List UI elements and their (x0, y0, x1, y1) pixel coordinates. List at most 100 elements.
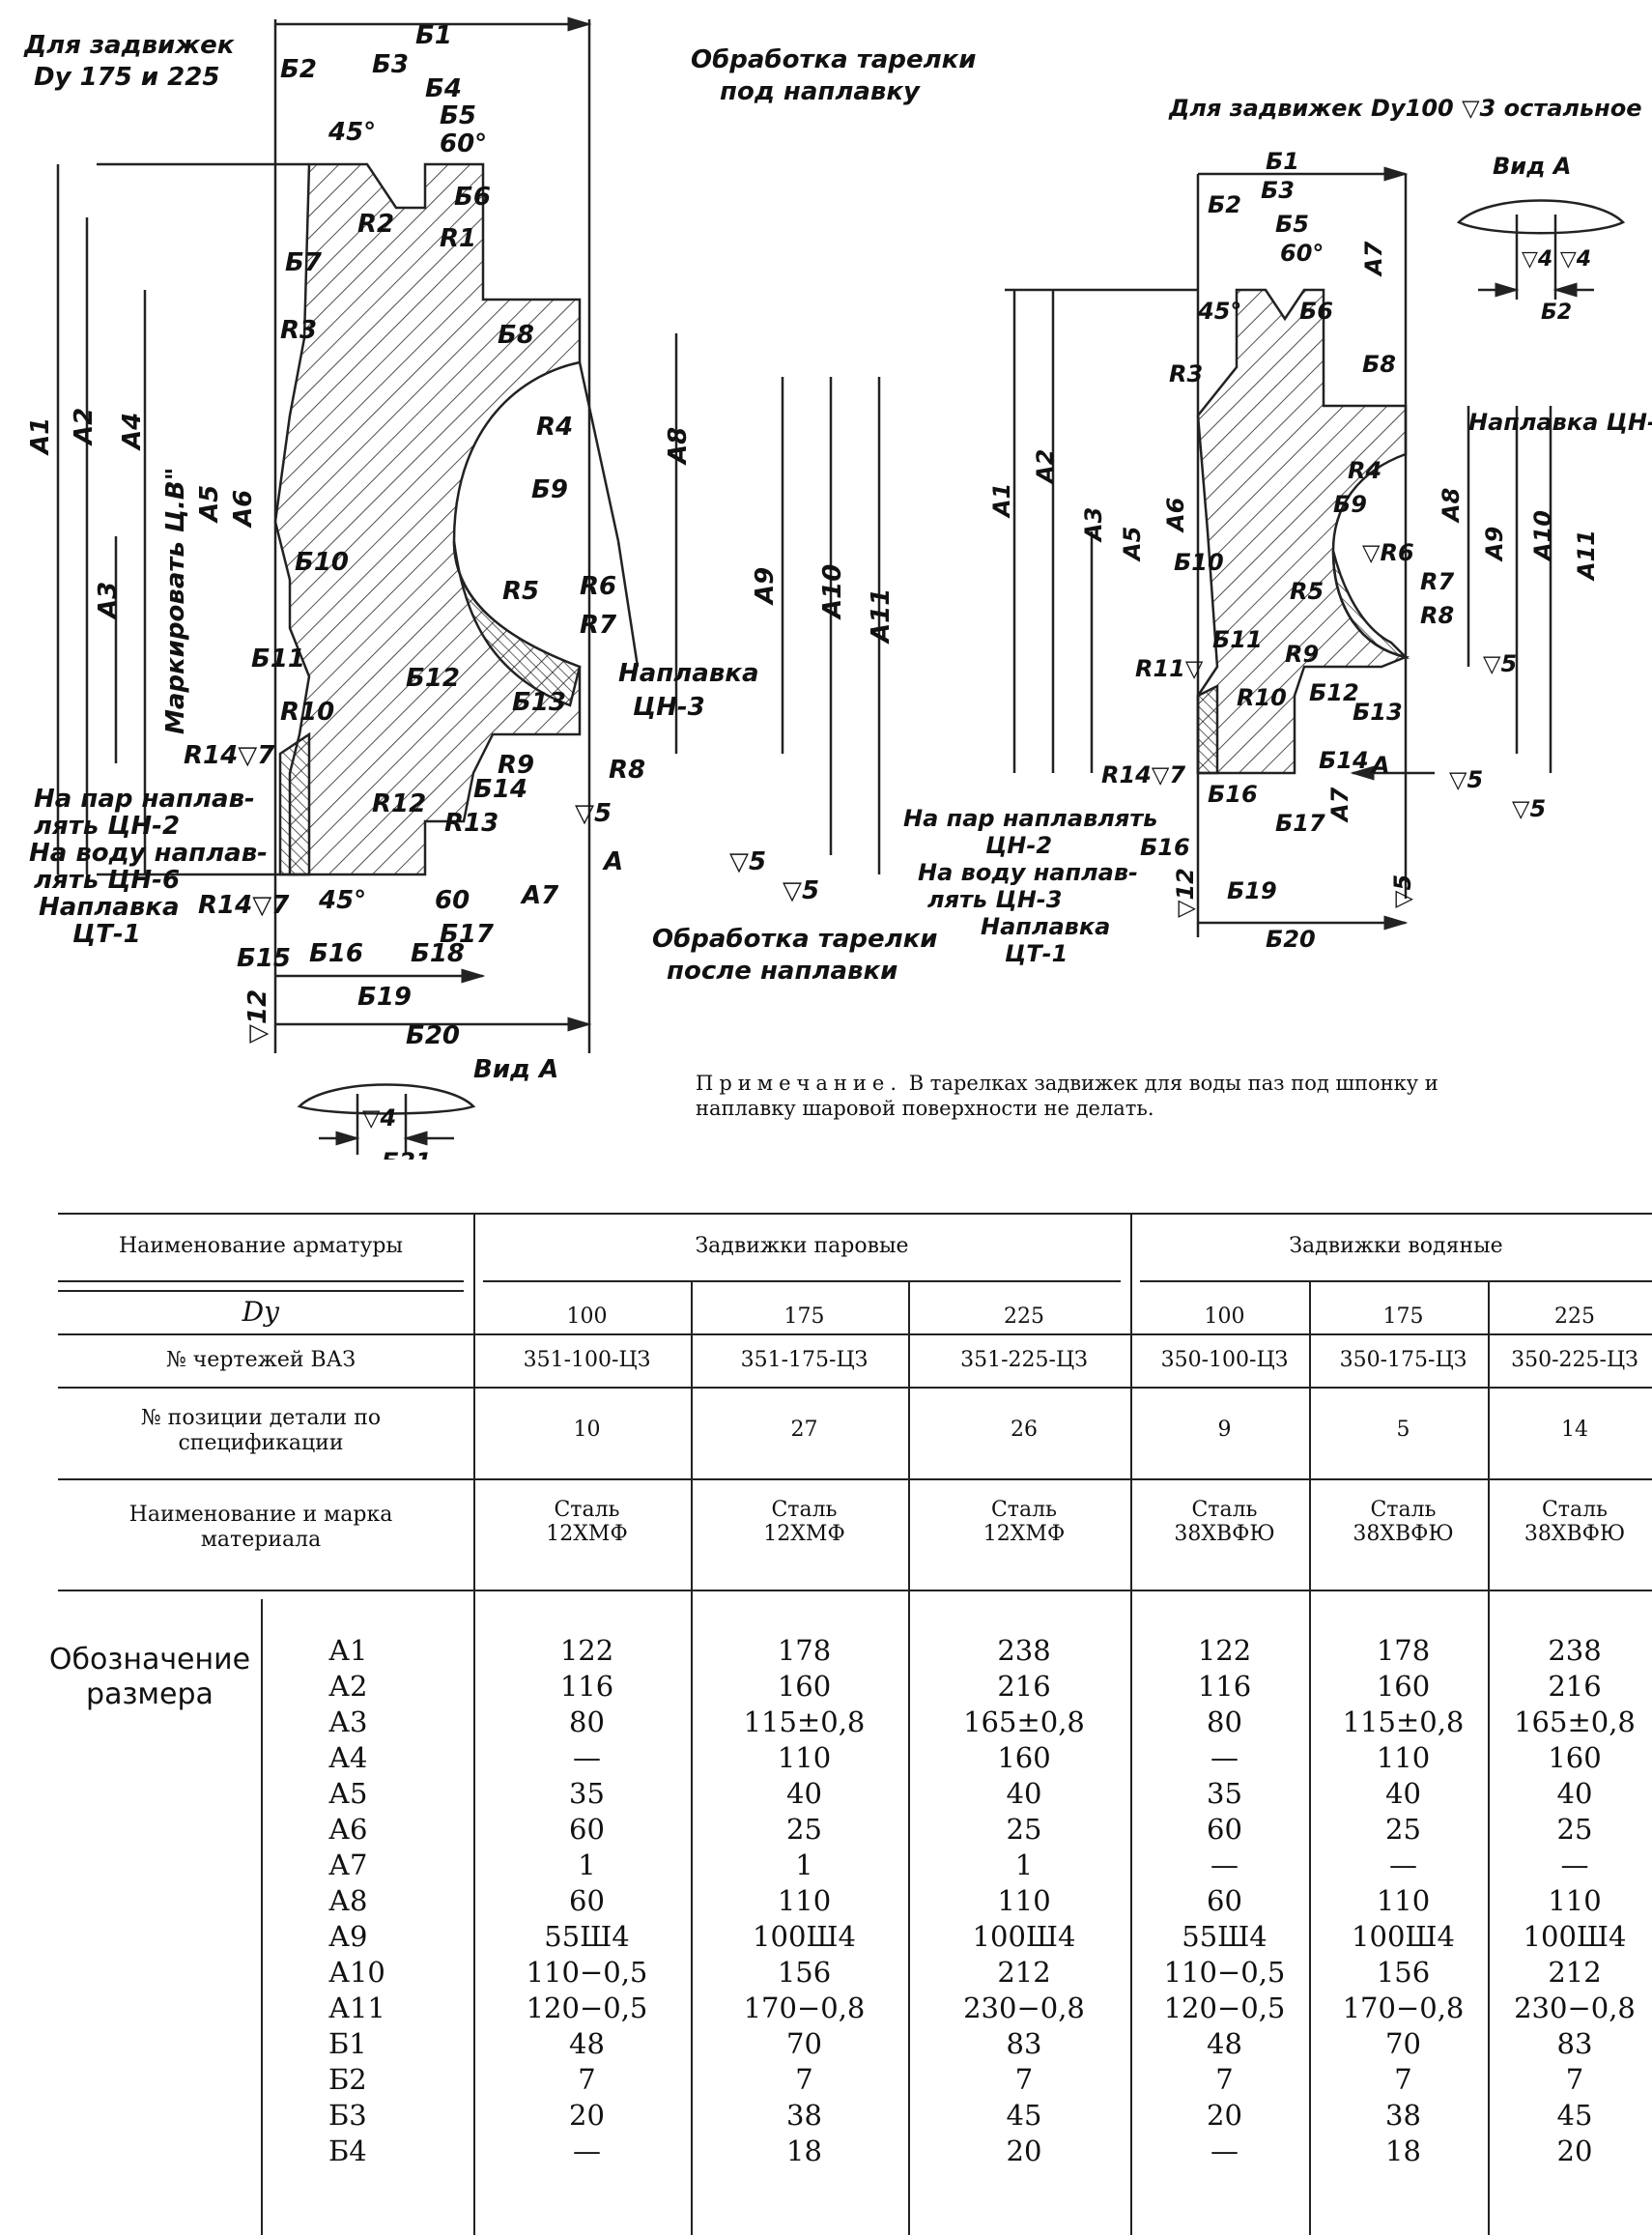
svg-text:A5: A5 (1119, 527, 1146, 562)
title-machining-before: Обработка тарелки (691, 45, 977, 74)
dimension-label: А1 (328, 1634, 368, 1667)
dimension-label: Б1 (328, 2027, 367, 2060)
svg-text:Б8: Б8 (1362, 351, 1396, 378)
column-position-no: 5 (1396, 1418, 1410, 1442)
value-cell: 60 (1207, 1813, 1242, 1846)
svg-text:Б20: Б20 (406, 1021, 460, 1050)
svg-text:▽4: ▽4 (362, 1104, 396, 1132)
column-dy: 100 (566, 1304, 608, 1329)
value-cell: 25 (1556, 1813, 1593, 1846)
steam-cladding-right: На пар наплавлять (903, 805, 1157, 832)
value-cell: 38 (786, 2099, 822, 2132)
value-cell: 20 (1556, 2135, 1593, 2167)
value-cell: 115±0,8 (743, 1705, 866, 1738)
svg-text:Б6: Б6 (454, 183, 491, 212)
right-drawing-labels: Для задвижек Dy100 ▽3 остальное Б1 Б2 Б3… (903, 95, 1652, 967)
column-position-no: 10 (573, 1418, 601, 1442)
rule (691, 1280, 693, 2235)
column-material-grade: 38ХВФЮ (1524, 1522, 1626, 1546)
svg-text:Б15: Б15 (237, 944, 291, 973)
dimension-label: А3 (328, 1705, 368, 1738)
value-cell: 115±0,8 (1342, 1705, 1465, 1738)
svg-text:Б10: Б10 (1174, 549, 1224, 576)
left-cladding-ct1 (278, 731, 311, 876)
right-section-drawing (1005, 166, 1552, 937)
svg-text:A: A (602, 847, 623, 876)
value-cell: 1 (578, 1848, 596, 1881)
svg-text:▽5: ▽5 (783, 876, 819, 905)
svg-text:R8: R8 (609, 756, 645, 785)
svg-text:R4: R4 (536, 413, 573, 442)
column-dy: 225 (1554, 1304, 1595, 1329)
value-cell: 230−0,8 (963, 1991, 1085, 2024)
value-cell: 60 (1207, 1884, 1242, 1917)
rule (908, 1280, 910, 2235)
value-cell: 60 (569, 1813, 605, 1846)
column-drawing-no: 350-100-ЦЗ (1160, 1348, 1289, 1372)
column-position-no: 14 (1561, 1418, 1588, 1442)
svg-text:A10: A10 (818, 564, 847, 620)
svg-text:Б19: Б19 (1227, 877, 1277, 904)
svg-text:60°: 60° (440, 129, 487, 158)
value-cell: 45 (1006, 2099, 1042, 2132)
svg-text:R7: R7 (1420, 568, 1454, 595)
svg-text:Б11: Б11 (1212, 626, 1263, 653)
value-cell: 178 (1376, 1634, 1431, 1667)
svg-text:Б12: Б12 (406, 664, 460, 693)
svg-text:▽4 ▽4: ▽4 ▽4 (1522, 247, 1591, 272)
value-cell: 160 (997, 1741, 1051, 1774)
right-cladding-ct1 (1196, 683, 1219, 775)
value-cell: — (1211, 1741, 1239, 1774)
svg-text:Б16: Б16 (309, 939, 363, 968)
svg-text:R10: R10 (1237, 684, 1287, 711)
svg-text:Б20: Б20 (1266, 926, 1316, 953)
svg-text:▽5: ▽5 (1389, 874, 1416, 908)
svg-text:▽5: ▽5 (1483, 650, 1517, 677)
svg-text:Б12: Б12 (1309, 679, 1359, 706)
value-cell: 7 (1014, 2063, 1034, 2096)
column-dy: 225 (1004, 1304, 1044, 1329)
water-cladding-right: На воду наплав- (918, 859, 1138, 886)
column-drawing-no: 351-225-ЦЗ (960, 1348, 1088, 1372)
svg-text:▽R6: ▽R6 (1362, 539, 1414, 566)
svg-text:R8: R8 (1420, 602, 1454, 629)
value-cell: 83 (1006, 2027, 1042, 2060)
rule (58, 1290, 464, 1292)
column-position-no: 27 (790, 1418, 818, 1442)
svg-text:Б9: Б9 (531, 475, 568, 504)
group-water: Задвижки водяные (1289, 1234, 1503, 1258)
value-cell: 160 (1548, 1741, 1602, 1774)
svg-text:Б16: Б16 (1208, 781, 1258, 808)
value-cell: — (1211, 2135, 1239, 2167)
svg-text:A9: A9 (751, 567, 780, 606)
value-cell: 122 (1197, 1634, 1252, 1667)
value-cell: — (1560, 1848, 1589, 1881)
value-cell: 216 (1548, 1670, 1602, 1703)
column-position-no: 9 (1217, 1418, 1232, 1442)
value-cell: 40 (1006, 1777, 1042, 1810)
svg-text:A8: A8 (1438, 488, 1465, 524)
svg-text:A1: A1 (988, 483, 1015, 519)
value-cell: 238 (1548, 1634, 1602, 1667)
value-cell: 40 (1556, 1777, 1593, 1810)
value-cell: 35 (569, 1777, 605, 1810)
svg-text:R3: R3 (280, 316, 317, 345)
value-cell: 80 (569, 1705, 605, 1738)
value-cell: 100Ш4 (1352, 1920, 1455, 1953)
svg-text:R1: R1 (440, 224, 476, 253)
column-material-grade: 12ХМФ (546, 1522, 628, 1546)
column-material: Сталь (771, 1498, 838, 1522)
svg-text:R6: R6 (580, 572, 616, 601)
value-cell: 110 (1376, 1741, 1431, 1774)
value-cell: 110 (777, 1884, 832, 1917)
cladding-cn3-label: Наплавка (618, 659, 759, 688)
dimension-label: А7 (328, 1848, 368, 1881)
row-drawing-label: № чертежей ВАЗ (165, 1348, 356, 1372)
title-left-group: Для задвижек (23, 31, 236, 60)
svg-text:R5: R5 (1290, 578, 1324, 605)
svg-text:ЦТ-1: ЦТ-1 (1005, 940, 1068, 967)
svg-text:A1: A1 (26, 417, 55, 456)
column-drawing-no: 351-100-ЦЗ (523, 1348, 651, 1372)
rule (473, 1213, 475, 2235)
